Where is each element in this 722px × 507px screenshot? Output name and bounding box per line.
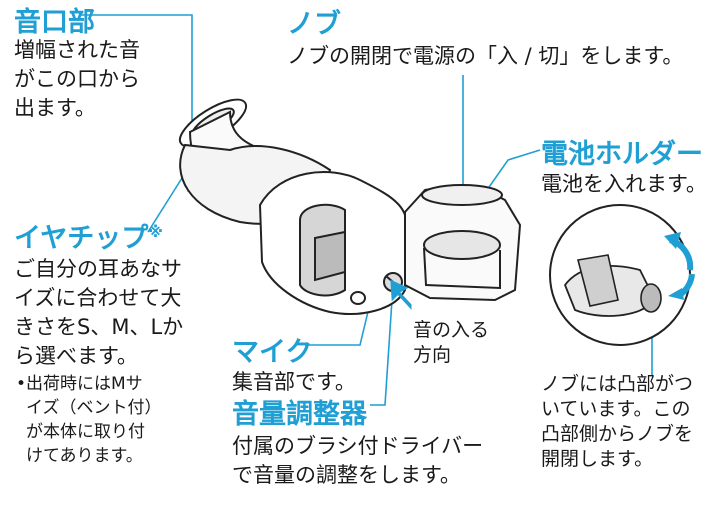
battery-holder-title: 電池ホルダー	[541, 139, 703, 170]
knob-title: ノブ	[287, 9, 341, 40]
ear-tip-note: • 出荷時にはMサ イズ（ベント付） が本体に取り付 けてあります。	[16, 374, 162, 466]
hearing-aid-body	[258, 171, 406, 315]
knob-description: ノブの開閉で電源の「入 / 切」をします。	[287, 44, 684, 68]
leader-sound-outlet	[80, 14, 193, 145]
ear-tip-description: ご自分の耳あなサ イズに合わせて大 きさをS、M、Lか ら選べます。	[14, 257, 184, 368]
ear-tip-shape	[178, 98, 332, 225]
note-bullet: •	[16, 374, 27, 394]
sound-direction-label: 音の入る 方向	[413, 319, 490, 366]
leader-battery-holder	[479, 149, 541, 201]
knob-detail-description: ノブには凸部がつ いています。この 凸部側からノブを 開閉します。	[541, 373, 694, 470]
battery-holder-shape	[404, 184, 522, 302]
sound-outlet-description: 増幅された音 がこの口から 出ます。	[14, 38, 140, 120]
mic-title: マイク	[232, 337, 313, 368]
leader-volume	[370, 284, 394, 406]
volume-description: 付属のブラシ付ドライバー で音量の調整をします。	[232, 434, 484, 487]
footnote-mark: ※	[148, 223, 163, 241]
sound-direction-arrow	[390, 279, 412, 310]
knob-detail-inset	[549, 204, 695, 346]
sound-outlet-title: 音口部	[14, 7, 95, 38]
battery-holder-description: 電池を入れます。	[541, 172, 707, 196]
volume-title: 音量調整器	[232, 399, 367, 430]
leader-ear-tip	[147, 177, 183, 233]
mic-description: 集音部です。	[232, 370, 356, 394]
ear-tip-title: イヤチップ※	[14, 223, 163, 254]
